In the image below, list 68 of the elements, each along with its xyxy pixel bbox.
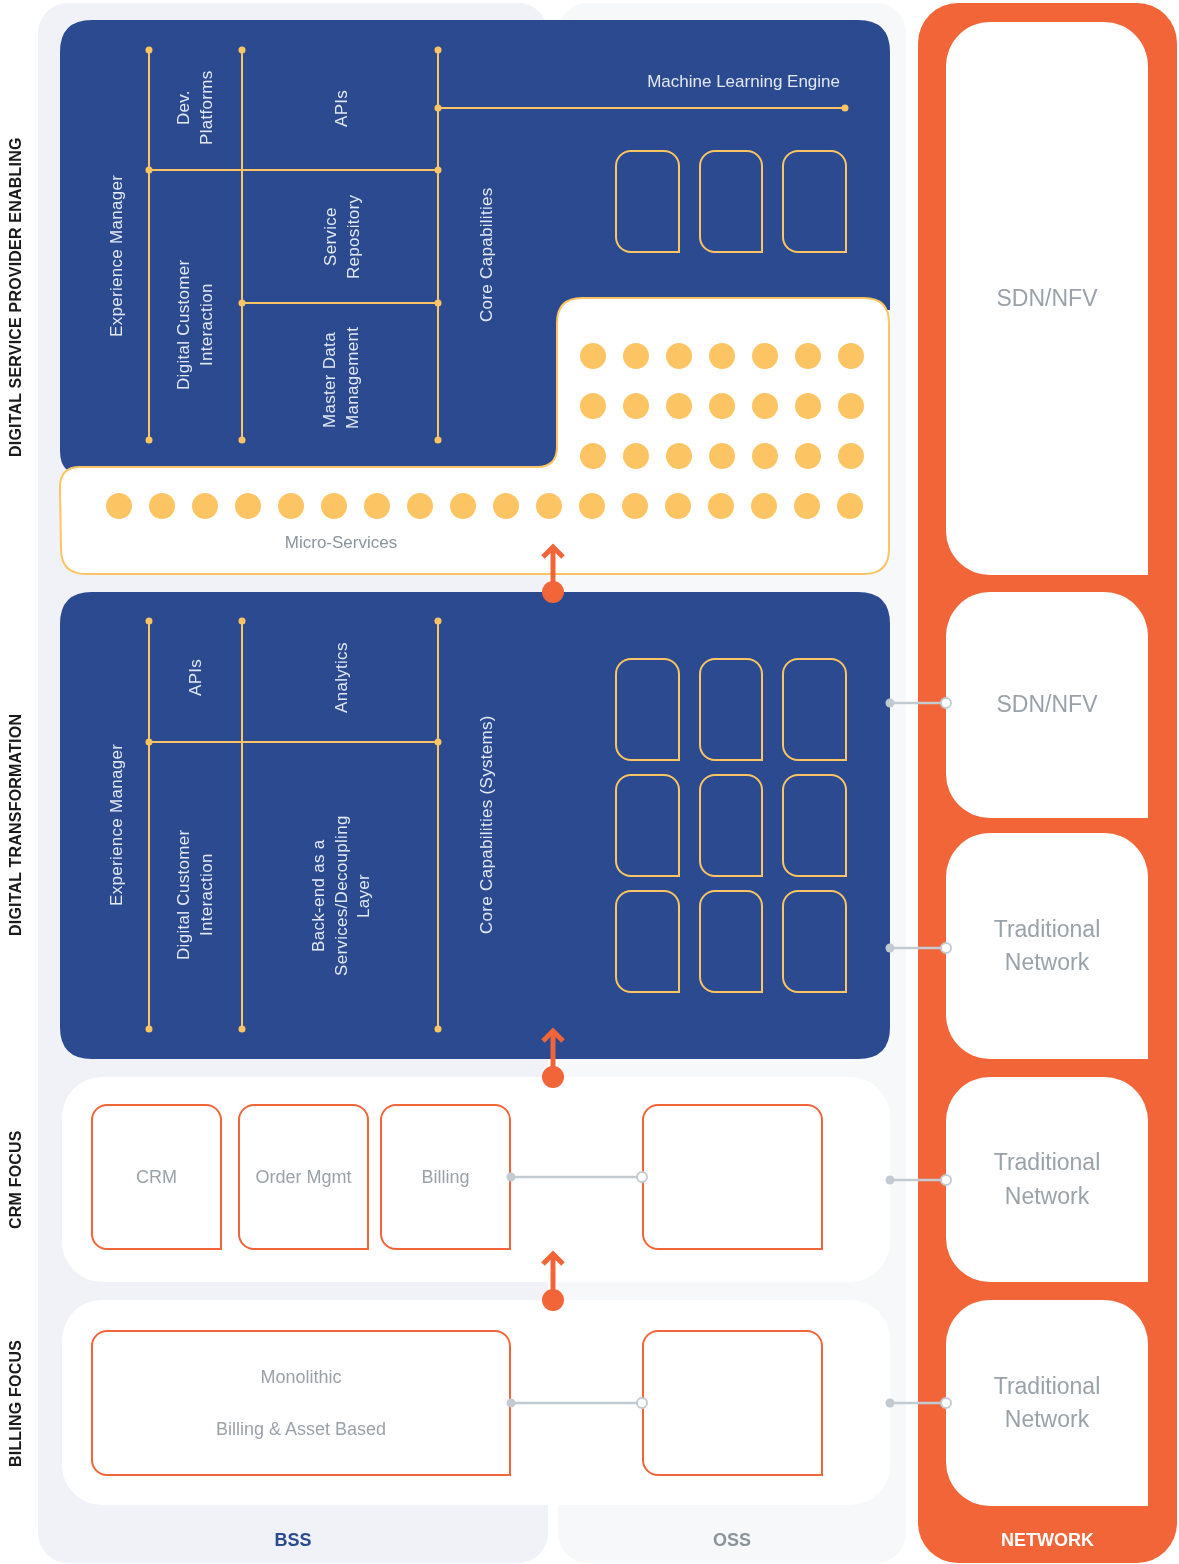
connector: [885, 942, 952, 954]
capability-box: [615, 774, 680, 877]
row-label: DIGITAL TRANSFORMATION: [6, 712, 26, 939]
column-label: OSS: [713, 1530, 751, 1551]
layer-panel: [60, 20, 890, 575]
column-label: BSS: [274, 1530, 312, 1551]
box-label: Monolithic: [259, 1365, 343, 1389]
box-label: Traditional Network: [992, 914, 1102, 977]
box-label: Traditional Network: [992, 1371, 1102, 1434]
capability-box: [782, 890, 847, 993]
system-box: [642, 1330, 823, 1476]
layer-panel: [60, 592, 890, 1059]
capability-box: [699, 150, 763, 253]
network-box: [946, 833, 1148, 1059]
panel-label: Core Capabilities (Systems): [475, 714, 497, 937]
capability-box: [782, 658, 847, 761]
panel-label: Analytics: [330, 641, 352, 716]
capability-box: [615, 150, 680, 253]
row-label: DIGITAL SERVICE PROVIDER ENABLING: [6, 136, 26, 459]
system-box: [380, 1104, 511, 1250]
column-label: NETWORK: [1001, 1530, 1094, 1551]
panel-label: Back-end as a Services/Decoupling Layer: [307, 813, 375, 978]
up-arrow: [540, 1251, 566, 1311]
capability-box: [615, 658, 680, 761]
connector: [885, 1174, 952, 1186]
connector: [885, 697, 952, 709]
system-box: [91, 1104, 222, 1250]
row-label: BILLING FOCUS: [6, 1338, 26, 1469]
box-label: CRM: [135, 1165, 178, 1189]
system-box: [91, 1330, 511, 1476]
panel-label: APIs: [330, 88, 352, 129]
layer-panel: [62, 1077, 890, 1282]
panel-label: Service Repository: [320, 193, 364, 282]
panel-label: Digital Customer Interaction: [173, 828, 217, 963]
box-label: Billing: [420, 1165, 471, 1189]
box-label: SDN/NFV: [995, 283, 1099, 313]
capability-box: [699, 774, 763, 877]
network-column: [918, 3, 1177, 1563]
panel-label: Micro-Services: [284, 533, 398, 553]
network-box: [946, 1300, 1148, 1506]
panel-label: Machine Learning Engine: [646, 72, 840, 92]
panel-label: Experience Manager: [105, 173, 127, 340]
connector: [506, 1171, 648, 1183]
connector: [506, 1397, 648, 1409]
panel-label: Experience Manager: [105, 742, 127, 909]
box-label: SDN/NFV: [995, 690, 1099, 720]
capability-box: [782, 774, 847, 877]
network-box: [946, 592, 1148, 818]
capability-box: [699, 658, 763, 761]
box-label: Traditional Network: [992, 1148, 1102, 1211]
system-box: [642, 1104, 823, 1250]
capability-box: [615, 890, 680, 993]
capability-box: [782, 150, 847, 253]
system-box: [238, 1104, 369, 1250]
panel-label: APIs: [184, 657, 206, 698]
panel-label: Digital Customer Interaction: [173, 258, 217, 393]
box-label: Billing & Asset Based: [214, 1418, 388, 1441]
connector: [885, 1397, 952, 1409]
capability-box: [699, 890, 763, 993]
panel-label: Dev. Platforms: [173, 69, 217, 148]
panel-label: Core Capabilities: [475, 186, 497, 325]
row-label: CRM FOCUS: [6, 1129, 26, 1232]
box-label: Order Mgmt: [254, 1165, 353, 1189]
up-arrow: [540, 1028, 566, 1088]
layer-panel: [62, 1300, 890, 1505]
network-box: [946, 1077, 1148, 1282]
up-arrow: [540, 544, 566, 603]
network-box: [946, 22, 1148, 575]
